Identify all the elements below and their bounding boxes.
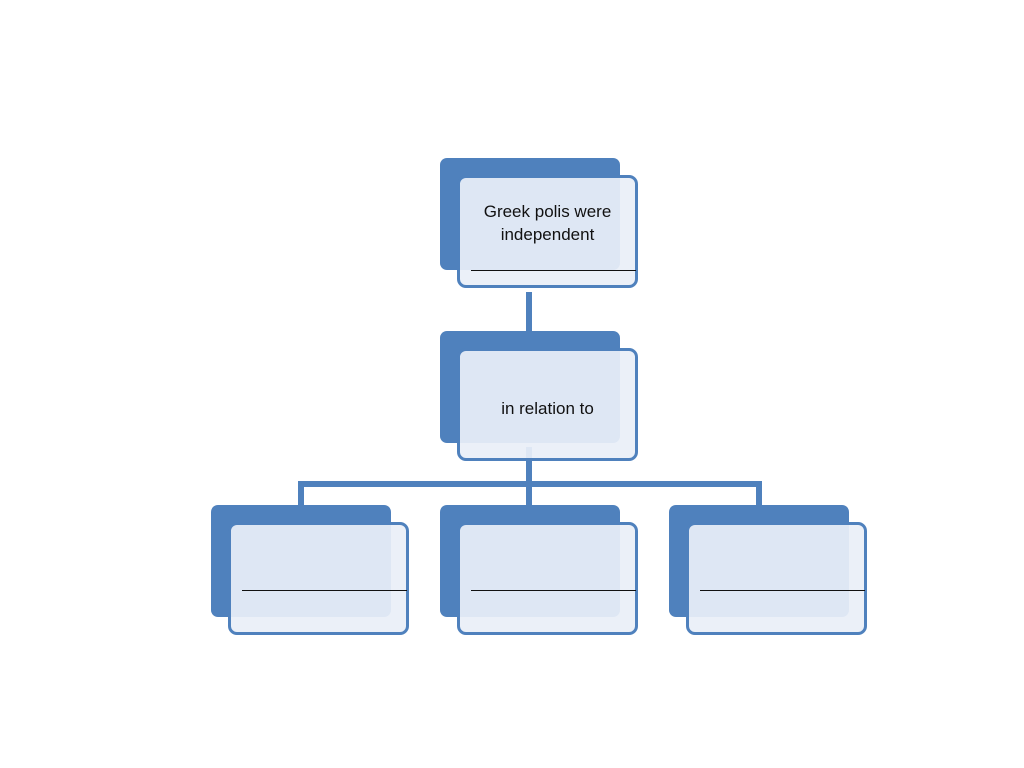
node-box [457,522,638,635]
node-box [228,522,409,635]
middle-node-text: in relation to [501,399,594,418]
fill-in-blank-line [471,590,636,591]
node-box [686,522,867,635]
top-node-line-1: Greek polis were [483,202,612,221]
fill-in-blank-line [700,590,865,591]
node-box: Greek polis were independent [457,175,638,288]
top-node-text: Greek polis were independent [460,200,635,246]
fill-in-blank-line [471,270,636,271]
top-node-line-2: independent [500,225,595,244]
node-box: in relation to [457,348,638,461]
fill-in-blank-line [242,590,407,591]
